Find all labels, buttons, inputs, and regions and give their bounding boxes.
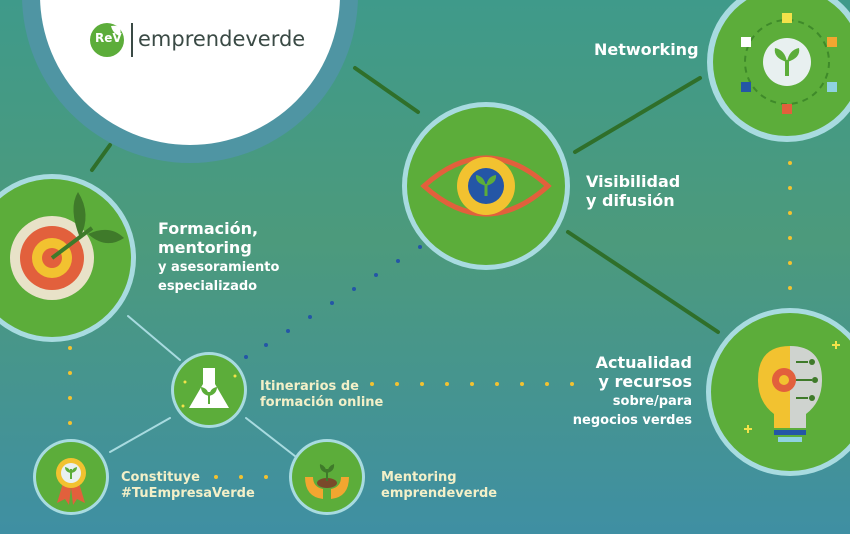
thin-lines xyxy=(109,315,301,461)
line-brand-visibility xyxy=(353,66,420,114)
brand-name: emprendeverde xyxy=(138,27,306,51)
actualidad-node xyxy=(706,308,850,476)
line-visibility-actualidad xyxy=(566,230,720,334)
formacion-node xyxy=(0,174,136,342)
networking-label: Networking xyxy=(594,40,699,59)
blue-dotted-path xyxy=(244,245,422,359)
visibility-label: Visibilidad y difusión xyxy=(586,172,681,211)
itinerarios-node xyxy=(171,352,247,428)
constituye-label: Constituye #TuEmpresaVerde xyxy=(121,470,255,502)
visibility-node xyxy=(402,102,570,270)
brand-circle xyxy=(22,0,358,163)
actualidad-label: Actualidad y recursos sobre/para negocio… xyxy=(572,353,692,428)
line-visibility-networking xyxy=(573,76,702,154)
mentoring-node xyxy=(289,439,365,515)
itinerarios-label: Itinerarios de formación online xyxy=(260,379,384,411)
formacion-label: Formación, mentoring y asesoramiento esp… xyxy=(158,219,280,294)
networking-node xyxy=(707,0,850,142)
connector-lines xyxy=(90,66,720,334)
mentoring-label: Mentoring emprendeverde xyxy=(381,470,498,502)
line-brand-formacion xyxy=(90,143,112,172)
logo-mark-text: ReV xyxy=(95,31,122,45)
yellow-dotted-paths xyxy=(68,161,792,479)
constituye-node xyxy=(33,439,109,515)
rev-logo xyxy=(90,23,133,57)
